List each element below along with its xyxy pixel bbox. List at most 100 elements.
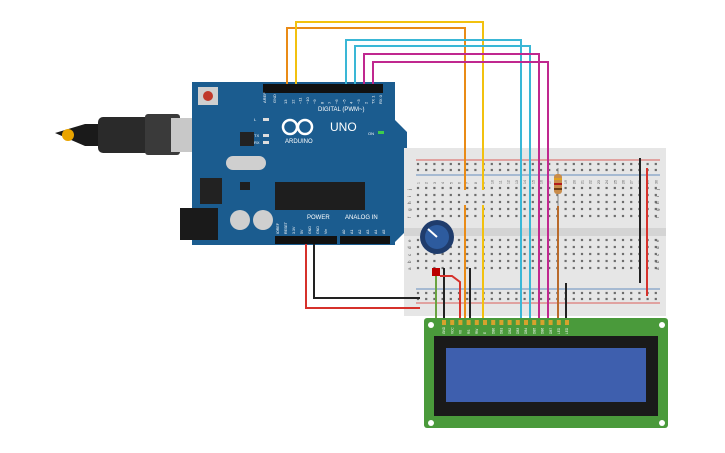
breadboard-hole <box>433 168 436 172</box>
breadboard-hole <box>572 162 575 166</box>
breadboard-hole <box>621 266 625 270</box>
breadboard-hole <box>531 238 534 242</box>
breadboard-hole <box>457 245 461 249</box>
breadboard-hole <box>589 186 592 190</box>
breadboard-hole <box>457 266 461 270</box>
breadboard-hole <box>539 168 543 172</box>
lcd-pin <box>532 320 537 325</box>
breadboard-hole <box>630 252 633 256</box>
breadboard-hole <box>466 266 469 270</box>
gnd-label-top: GND <box>272 94 277 103</box>
breadboard-hole <box>515 245 518 249</box>
breadboard-hole <box>539 252 543 256</box>
breadboard-hole <box>605 266 608 270</box>
breadboard-column-number: 27 <box>630 180 634 184</box>
breadboard-hole <box>498 186 502 190</box>
breadboard-hole <box>605 214 608 218</box>
breadboard-hole <box>441 291 444 295</box>
breadboard-hole <box>449 266 452 270</box>
breadboard-hole <box>490 266 493 270</box>
breadboard-hole <box>425 162 428 166</box>
breadboard-row-label: g <box>407 208 412 211</box>
breadboard-hole <box>564 168 567 172</box>
breadboard-hole <box>564 245 567 249</box>
breadboard-hole <box>449 252 452 256</box>
breadboard-hole <box>572 245 575 249</box>
breadboard-column-number: 30 <box>654 180 658 184</box>
breadboard-hole <box>572 238 575 242</box>
breadboard-hole <box>531 214 534 218</box>
breadboard-hole <box>605 162 608 166</box>
lcd-pin-label: LED <box>565 327 569 334</box>
breadboard-hole <box>638 297 641 301</box>
breadboard-hole <box>457 168 461 172</box>
breadboard-hole <box>433 291 436 295</box>
breadboard-hole <box>654 266 657 270</box>
breadboard-hole <box>416 207 420 211</box>
breadboard-column-number: 21 <box>581 180 585 184</box>
breadboard-hole <box>474 200 477 204</box>
breadboard-hole <box>515 238 518 242</box>
breadboard-column-number: 14 <box>523 180 527 184</box>
breadboard-hole <box>515 200 518 204</box>
breadboard-hole <box>507 200 510 204</box>
breadboard-hole <box>449 186 452 190</box>
breadboard-hole <box>482 200 485 204</box>
breadboard-hole <box>416 259 420 263</box>
breadboard-hole <box>441 200 444 204</box>
breadboard-hole <box>433 193 436 197</box>
breadboard-hole <box>572 186 575 190</box>
lcd-pin-label: VCC <box>450 327 454 334</box>
breadboard-hole <box>630 245 633 249</box>
breadboard-hole <box>449 291 452 295</box>
breadboard-hole <box>425 252 428 256</box>
breadboard-hole <box>597 259 600 263</box>
breadboard-hole <box>449 259 452 263</box>
icsp-chip <box>240 132 254 146</box>
breadboard-hole <box>654 162 657 166</box>
breadboard-hole <box>630 291 633 295</box>
breadboard-hole <box>507 207 510 211</box>
breadboard-hole <box>621 259 625 263</box>
breadboard-hole <box>457 259 461 263</box>
breadboard-hole <box>572 168 575 172</box>
breadboard-hole <box>621 186 625 190</box>
breadboard-hole <box>457 207 461 211</box>
breadboard-hole <box>498 291 502 295</box>
potentiometer[interactable] <box>420 220 454 276</box>
breadboard-hole <box>416 252 420 256</box>
resistor <box>554 168 562 206</box>
breadboard-hole <box>490 245 493 249</box>
breadboard-hole <box>531 245 534 249</box>
breadboard-hole <box>630 200 633 204</box>
breadboard-hole <box>515 186 518 190</box>
digital-pin-label: ~6 <box>334 99 339 104</box>
wire-orange <box>286 27 466 190</box>
breadboard-hole <box>572 193 575 197</box>
breadboard-hole <box>630 186 633 190</box>
breadboard-hole <box>523 252 526 256</box>
breadboard-hole <box>457 186 461 190</box>
breadboard-hole <box>654 214 657 218</box>
breadboard-hole <box>556 162 559 166</box>
breadboard-hole <box>416 238 420 242</box>
breadboard-hole <box>589 200 592 204</box>
breadboard-hole <box>523 214 526 218</box>
breadboard-hole <box>466 193 469 197</box>
lcd-pin <box>450 320 455 325</box>
breadboard-column-number: 10 <box>490 180 494 184</box>
breadboard-hole <box>515 291 518 295</box>
breadboard-hole <box>548 266 551 270</box>
breadboard-hole <box>498 266 502 270</box>
breadboard-column-number: 2 <box>425 182 429 184</box>
aref-label: AREF <box>262 92 267 103</box>
lcd-pin-label: DB4 <box>524 328 528 334</box>
breadboard-column-number: 3 <box>433 182 437 184</box>
breadboard-hole <box>474 207 477 211</box>
digital-pin-label: 7 <box>327 101 332 104</box>
breadboard-hole <box>605 193 608 197</box>
breadboard-hole <box>539 266 543 270</box>
breadboard-hole <box>539 297 543 301</box>
breadboard-column-number: 7 <box>466 182 470 184</box>
breadboard-hole <box>515 193 518 197</box>
